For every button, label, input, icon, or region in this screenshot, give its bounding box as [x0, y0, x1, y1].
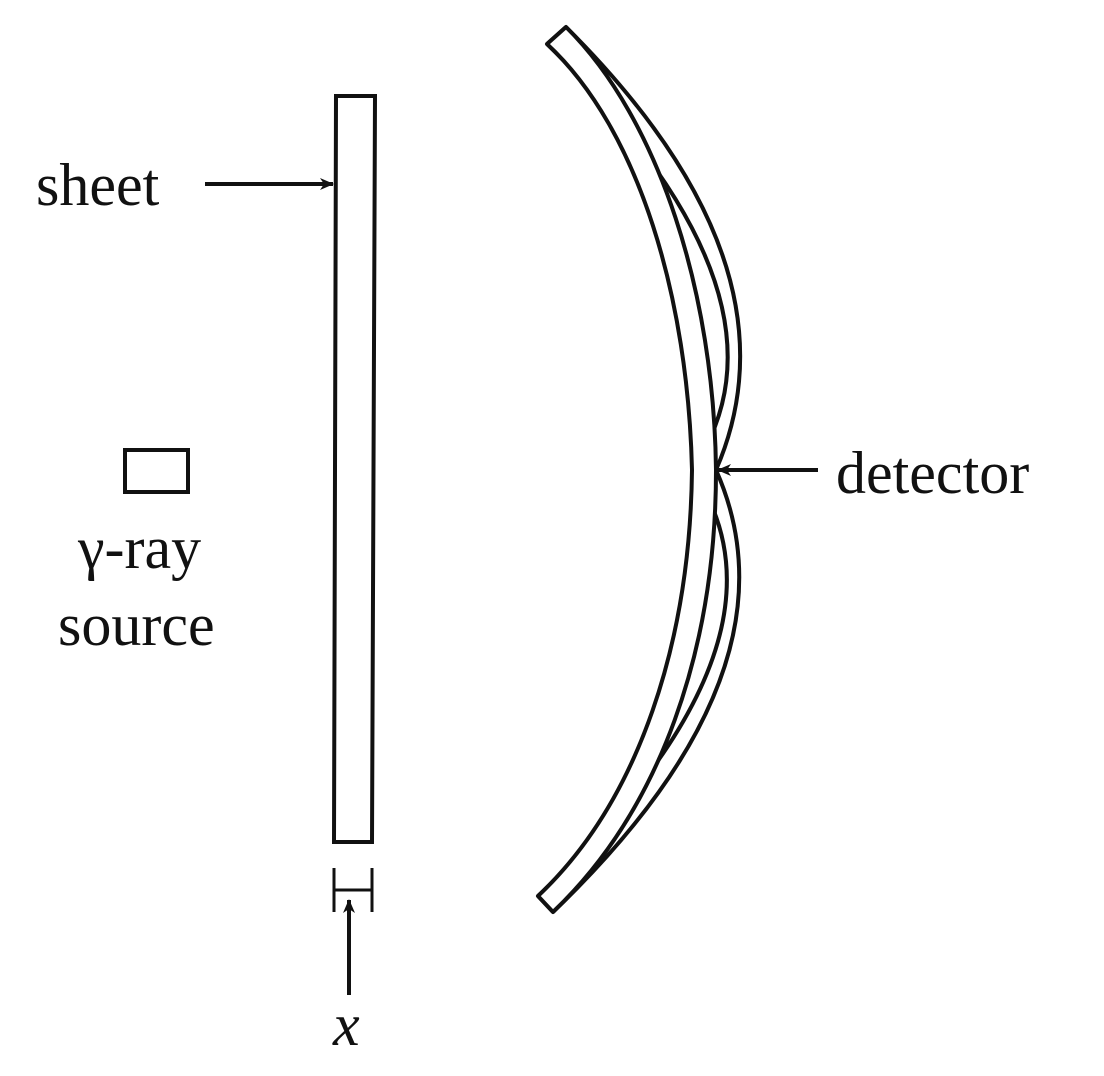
source-label-line2: source — [58, 592, 215, 658]
detector-label: detector — [836, 440, 1029, 506]
gamma-ray-source-box — [123, 448, 190, 494]
source-label-line1: γ-ray — [77, 515, 201, 581]
thickness-indicator — [332, 868, 374, 912]
thickness-label: x — [332, 992, 360, 1058]
detector-arc-outline — [536, 25, 718, 914]
sheet-bar — [331, 94, 378, 844]
sheet-label: sheet — [36, 152, 160, 218]
